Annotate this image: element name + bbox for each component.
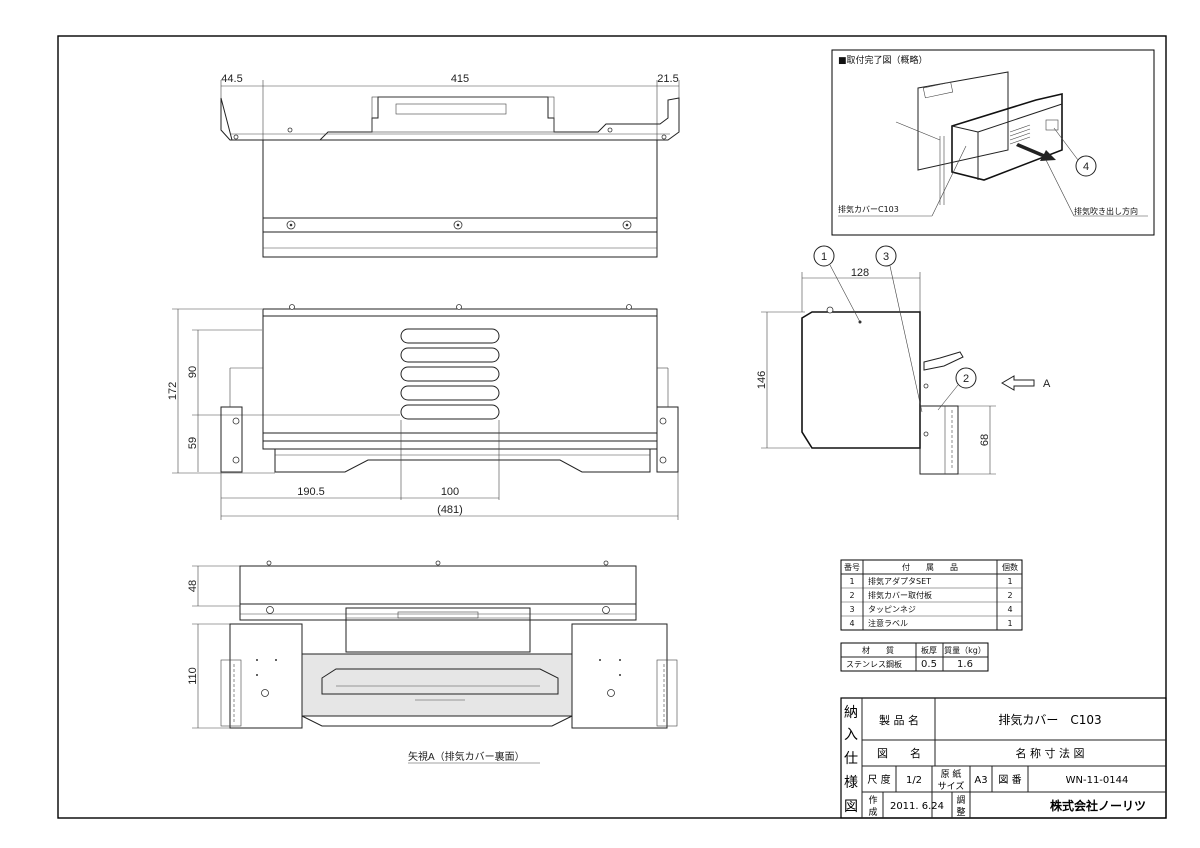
tb-product-name: 排気カバー C103 xyxy=(998,712,1101,727)
front-dim-90: 90 xyxy=(187,366,199,378)
parts-row-qty: 2 xyxy=(1007,591,1012,600)
tb-side-char: 仕 xyxy=(844,751,858,767)
bottom-view-caption: 矢視A（排気カバー裏面） xyxy=(408,750,525,763)
title-block: 納 入 仕 様 図 製 品 名 排気カバー C103 図 名 名 称 寸 法 図… xyxy=(840,697,1167,819)
bottom-dim-110: 110 xyxy=(187,667,199,685)
balloon-1-label: 1 xyxy=(821,251,827,263)
top-dim-right: 21.5 xyxy=(657,73,678,85)
balloon-3-label: 3 xyxy=(883,251,889,263)
tb-side-char: 納 xyxy=(844,705,858,721)
view-arrow-a xyxy=(1001,375,1035,391)
parts-row-no: 2 xyxy=(849,591,854,600)
drawing-frame xyxy=(57,35,1167,819)
side-dim-128: 128 xyxy=(851,267,869,279)
bottom-view: 48 110 xyxy=(187,560,678,764)
iso-label-direction: 排気吹き出し方向 xyxy=(1074,206,1138,216)
top-view: 44.5 415 21.5 xyxy=(220,73,680,258)
parts-row-name: 排気カバー取付板 xyxy=(868,590,932,600)
side-dim-146: 146 xyxy=(756,371,768,389)
tb-scale-value: 1/2 xyxy=(906,775,922,786)
material-header: 材 質 xyxy=(862,645,894,655)
tb-adjust-label: 整 xyxy=(956,806,965,818)
iso-label-cover: 排気カバーC103 xyxy=(838,204,899,214)
material-value: ステンレス鋼板 xyxy=(846,659,902,669)
tb-made-label: 作 xyxy=(868,794,877,806)
parts-row-no: 4 xyxy=(849,619,854,628)
top-dim-left: 44.5 xyxy=(221,73,242,85)
tb-side-char: 入 xyxy=(844,727,858,743)
parts-row-name: 注意ラベル xyxy=(868,618,908,628)
parts-row-no: 3 xyxy=(849,605,854,614)
tb-scale-label: 尺 度 xyxy=(867,773,890,786)
tb-paper-label: サイズ xyxy=(938,780,965,792)
parts-row-no: 1 xyxy=(849,577,854,586)
mass-value: 1.6 xyxy=(957,659,973,670)
tb-number-label: 図 番 xyxy=(998,774,1021,786)
tb-product-label: 製 品 名 xyxy=(879,713,919,727)
balloon-3 xyxy=(875,245,897,267)
front-dim-481: (481) xyxy=(437,504,463,516)
material-table: 材 質 板厚 質量（kg） ステンレス鋼板 0.5 1.6 xyxy=(840,642,989,672)
balloon-2-label: 2 xyxy=(963,373,969,385)
parts-row-name: タッピンネジ xyxy=(868,605,916,614)
balloon-4 xyxy=(1075,155,1097,177)
front-dim-59: 59 xyxy=(187,437,199,449)
parts-header-no: 番号 xyxy=(844,562,860,572)
front-dim-172: 172 xyxy=(167,382,179,400)
tb-adjust-label: 調 xyxy=(956,794,965,806)
side-dim-68: 68 xyxy=(979,434,991,446)
parts-table: 番号 付 属 品 個数 1 排気アダプタSET 1 2 排気カバー取付板 2 3… xyxy=(840,559,1023,631)
view-arrow-a-label: A xyxy=(1043,378,1051,390)
thickness-header: 板厚 xyxy=(921,645,937,655)
tb-drawing-label: 図 名 xyxy=(877,746,921,760)
tb-made-date: 2011. 6.24 xyxy=(890,801,944,812)
parts-header-qty: 個数 xyxy=(1002,562,1018,572)
tb-company: 株式会社ノーリツ xyxy=(1050,798,1146,813)
balloon-1 xyxy=(813,245,835,267)
tb-paper-value: A3 xyxy=(974,775,987,786)
bottom-dim-48: 48 xyxy=(187,580,199,592)
tb-made-label: 成 xyxy=(868,806,877,818)
iso-view: ■取付完了図（概略） 4 排気カバーC103 排気吹き出し方向 xyxy=(831,49,1155,236)
front-dim-190: 190.5 xyxy=(297,486,325,498)
thickness-value: 0.5 xyxy=(921,659,937,670)
bottom-hatch xyxy=(301,653,573,717)
parts-row-qty: 4 xyxy=(1007,605,1012,614)
tb-number-value: WN-11-0144 xyxy=(1066,775,1129,786)
iso-title: ■取付完了図（概略） xyxy=(838,54,928,66)
tb-paper-label: 原 紙 xyxy=(941,768,962,780)
parts-header-name: 付 属 品 xyxy=(902,562,958,572)
mass-header: 質量（kg） xyxy=(944,645,986,655)
front-view: 172 90 59 xyxy=(167,304,679,520)
parts-row-qty: 1 xyxy=(1007,577,1012,586)
balloon-2 xyxy=(955,367,977,389)
balloon-4-label: 4 xyxy=(1083,161,1089,173)
tb-side-char: 様 xyxy=(844,775,858,791)
exhaust-arrow xyxy=(1016,143,1056,161)
front-dim-100: 100 xyxy=(441,486,459,498)
parts-row-name: 排気アダプタSET xyxy=(868,576,931,586)
side-view: 128 146 68 1 3 2 A xyxy=(756,245,1051,475)
tb-drawing-name: 名 称 寸 法 図 xyxy=(1016,746,1085,760)
parts-row-qty: 1 xyxy=(1007,619,1012,628)
top-dim-main: 415 xyxy=(451,73,469,85)
tb-side-char: 図 xyxy=(844,799,858,815)
